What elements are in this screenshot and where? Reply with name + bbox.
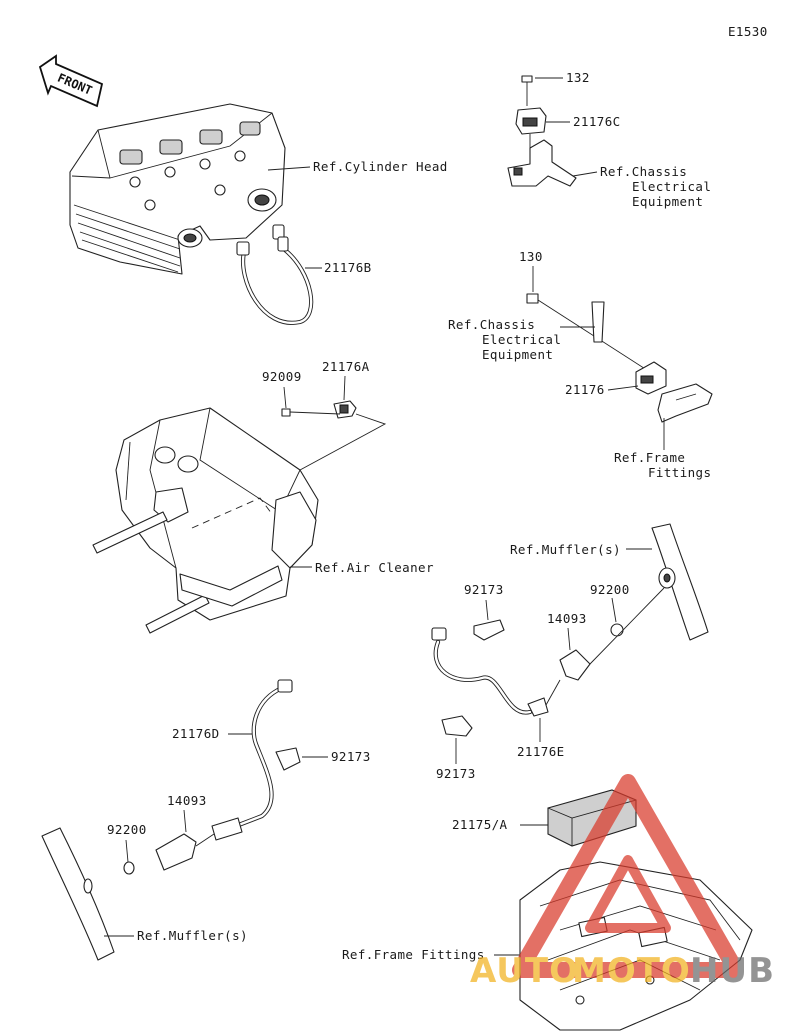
muffler-right [651, 523, 709, 641]
clamp-92173-b [441, 715, 473, 737]
label-14093-a: 14093 [547, 611, 587, 626]
watermark-logo-icon [512, 774, 744, 978]
label-ref-chassis-2-l2: Electrical [482, 332, 561, 347]
label-ref-frame-l1: Ref.Frame [614, 450, 685, 465]
label-ref-chassis-1-l2: Electrical [632, 179, 711, 194]
label-ref-chassis-1-l3: Equipment [632, 194, 703, 209]
muffler-left [41, 827, 115, 961]
sensor-21176D [211, 679, 293, 841]
air-cleaner-illustration [92, 407, 319, 634]
label-21176A: 21176A [322, 359, 370, 374]
sensor-21176-group [526, 293, 713, 423]
watermark-moto: MOTO [572, 951, 691, 991]
label-ref-frame-l2: Fittings [648, 465, 711, 480]
label-92173-b: 92173 [436, 766, 476, 781]
label-ref-chassis-2-l3: Equipment [482, 347, 553, 362]
diagram-code: E1530 [728, 24, 768, 39]
label-21176C: 21176C [573, 114, 621, 129]
label-21175A: 21175/A [452, 817, 508, 832]
clamp-92173-c [275, 747, 301, 771]
label-ref-frame-fittings: Ref.Frame Fittings [342, 947, 485, 962]
label-ref-air-cleaner: Ref.Air Cleaner [315, 560, 434, 575]
front-arrow-icon: FRONT [38, 54, 104, 108]
cover-14093-b [155, 833, 197, 871]
label-ref-chassis-2-l1: Ref.Chassis [448, 317, 535, 332]
watermark-auto: AUTO [470, 951, 579, 991]
label-21176B: 21176B [324, 260, 372, 275]
watermark-hub: HUB [690, 951, 775, 991]
label-21176D: 21176D [172, 726, 220, 741]
label-ref-cylinder-head: Ref.Cylinder Head [313, 159, 448, 174]
sensor-21176C-group [507, 75, 577, 187]
label-92200-a: 92200 [590, 582, 630, 597]
label-21176E: 21176E [517, 744, 565, 759]
gasket-92200-b [123, 861, 135, 875]
label-21176: 21176 [565, 382, 605, 397]
label-ref-muffler-2: Ref.Muffler(s) [137, 928, 248, 943]
sensor-21176B [236, 224, 314, 325]
label-92173-a: 92173 [464, 582, 504, 597]
gasket-92200-a [610, 623, 624, 637]
label-130: 130 [519, 249, 543, 264]
sensor-21176E [431, 627, 561, 717]
label-92200-b: 92200 [107, 822, 147, 837]
label-92009: 92009 [262, 369, 302, 384]
label-14093-b: 14093 [167, 793, 207, 808]
automotohub-watermark: AUTO MOTO HUB [470, 774, 775, 991]
cylinder-head-illustration [69, 103, 286, 275]
label-ref-chassis-1-l1: Ref.Chassis [600, 164, 687, 179]
label-92173-c: 92173 [331, 749, 371, 764]
cover-14093-a [559, 649, 591, 681]
label-132: 132 [566, 70, 590, 85]
sensor-21176A [281, 400, 387, 471]
clamp-92173-a [473, 619, 505, 641]
label-ref-muffler-1: Ref.Muffler(s) [510, 542, 621, 557]
